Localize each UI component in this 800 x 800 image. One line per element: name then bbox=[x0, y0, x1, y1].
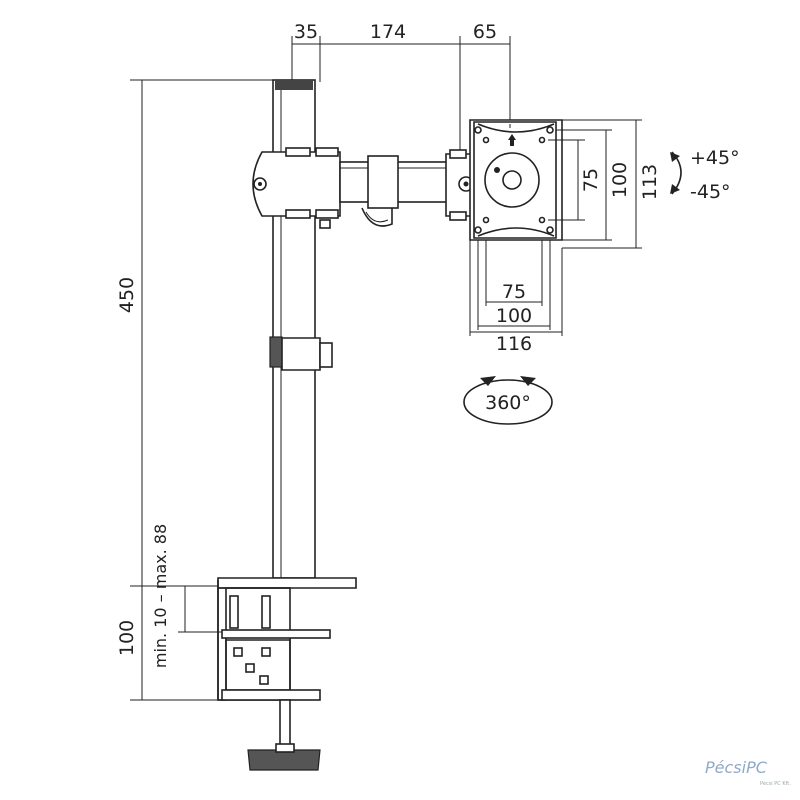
top-dimensions: 35 174 65 bbox=[291, 21, 511, 152]
watermark-sub: Pécsi PC Kft. bbox=[760, 780, 791, 787]
dim-plate-width: 116 bbox=[496, 333, 532, 355]
dim-plate-height: 113 bbox=[639, 164, 661, 200]
dim-vesa-outer-h: 100 bbox=[609, 162, 631, 198]
swivel-indicator: 360° bbox=[463, 376, 553, 425]
tilt-joint bbox=[445, 149, 477, 221]
tilt-indicator: +45° -45° bbox=[670, 147, 740, 203]
desk-clamp bbox=[217, 577, 357, 771]
horizontal-arm bbox=[339, 155, 451, 227]
tilt-down-label: -45° bbox=[690, 181, 731, 203]
dim-top-offset: 35 bbox=[294, 21, 318, 43]
height-collar bbox=[269, 336, 333, 371]
dim-clamp-range: min. 10 – max. 88 bbox=[151, 524, 170, 668]
dim-head-depth: 65 bbox=[473, 21, 497, 43]
watermark-brand: PécsiPC bbox=[705, 758, 768, 777]
plate-width-dimensions: 75 100 116 bbox=[469, 240, 563, 355]
dim-total-height: 450 bbox=[116, 277, 138, 313]
brand-watermark: PécsiPC Pécsi PC Kft. bbox=[705, 758, 791, 787]
dim-vesa-outer: 100 bbox=[496, 305, 532, 327]
pole-arm-mount bbox=[252, 147, 341, 229]
swivel-label: 360° bbox=[485, 392, 531, 414]
tilt-up-label: +45° bbox=[690, 147, 740, 169]
dim-clamp-height: 100 bbox=[116, 620, 138, 656]
plate-height-dimensions: 75 100 113 bbox=[548, 119, 661, 249]
dim-arm-length: 174 bbox=[370, 21, 406, 43]
dim-vesa-inner: 75 bbox=[502, 281, 526, 303]
left-dimensions: 450 100 min. 10 – max. 88 bbox=[116, 79, 290, 701]
vesa-plate bbox=[469, 119, 563, 241]
dim-vesa-inner-h: 75 bbox=[580, 168, 602, 192]
